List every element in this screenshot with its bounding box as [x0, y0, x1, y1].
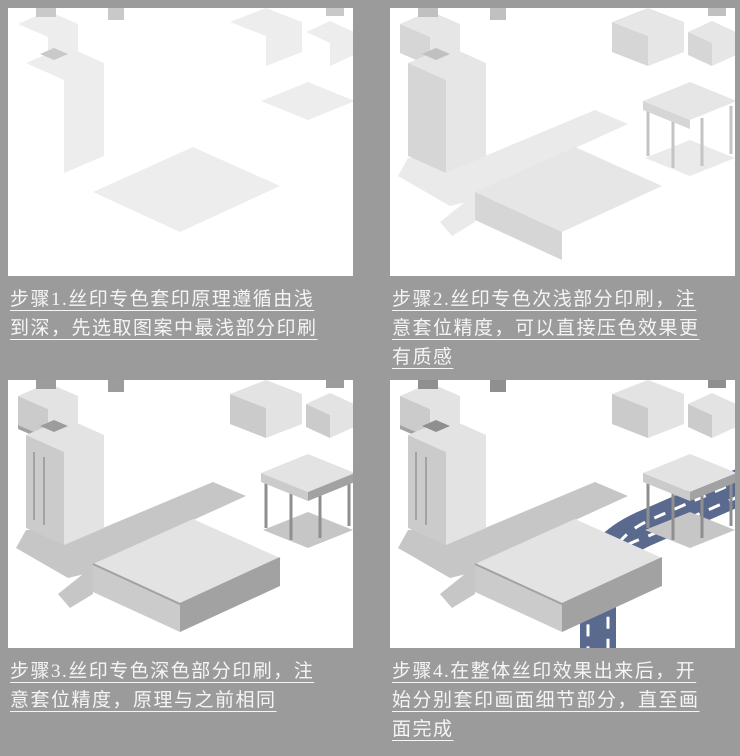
step-1-caption: 步骤1.丝印专色套印原理遵循由浅 到深，先选取图案中最浅部分印刷 — [8, 285, 353, 343]
caption-line: 步骤1.丝印专色套印原理遵循由浅 — [10, 289, 315, 310]
step-3-city-art — [8, 380, 353, 648]
caption-line: 到深，先选取图案中最浅部分印刷 — [10, 318, 318, 339]
step-2-caption: 步骤2.丝印专色次浅部分印刷，注 意套位精度，可以直接压色效果更 有质感 — [390, 285, 735, 372]
caption-line: 有质感 — [392, 347, 454, 368]
step-3-illustration — [8, 380, 353, 648]
step-4-illustration — [390, 380, 735, 648]
caption-line: 意套位精度，可以直接压色效果更 — [392, 318, 700, 339]
step-1-city-art — [8, 8, 353, 276]
step-2-illustration — [390, 8, 735, 276]
step-4-panel: 步骤4.在整体丝印效果出来后，开 始分别套印画面细节部分，直至画 面完成 — [390, 380, 735, 744]
caption-line: 步骤4.在整体丝印效果出来后，开 — [392, 661, 697, 682]
caption-line: 面完成 — [392, 719, 454, 740]
caption-line: 意套位精度，原理与之前相同 — [10, 690, 277, 711]
step-1-illustration — [8, 8, 353, 276]
caption-line: 步骤3.丝印专色深色部分印刷，注 — [10, 661, 315, 682]
step-4-caption: 步骤4.在整体丝印效果出来后，开 始分别套印画面细节部分，直至画 面完成 — [390, 657, 735, 744]
step-2-city-art — [390, 8, 735, 276]
caption-line: 步骤2.丝印专色次浅部分印刷，注 — [392, 289, 697, 310]
step-3-panel: 步骤3.丝印专色深色部分印刷，注 意套位精度，原理与之前相同 — [8, 380, 353, 715]
step-4-city-art — [390, 380, 735, 648]
step-1-panel: 步骤1.丝印专色套印原理遵循由浅 到深，先选取图案中最浅部分印刷 — [8, 8, 353, 343]
step-3-caption: 步骤3.丝印专色深色部分印刷，注 意套位精度，原理与之前相同 — [8, 657, 353, 715]
caption-line: 始分别套印画面细节部分，直至画 — [392, 690, 700, 711]
step-2-panel: 步骤2.丝印专色次浅部分印刷，注 意套位精度，可以直接压色效果更 有质感 — [390, 8, 735, 372]
